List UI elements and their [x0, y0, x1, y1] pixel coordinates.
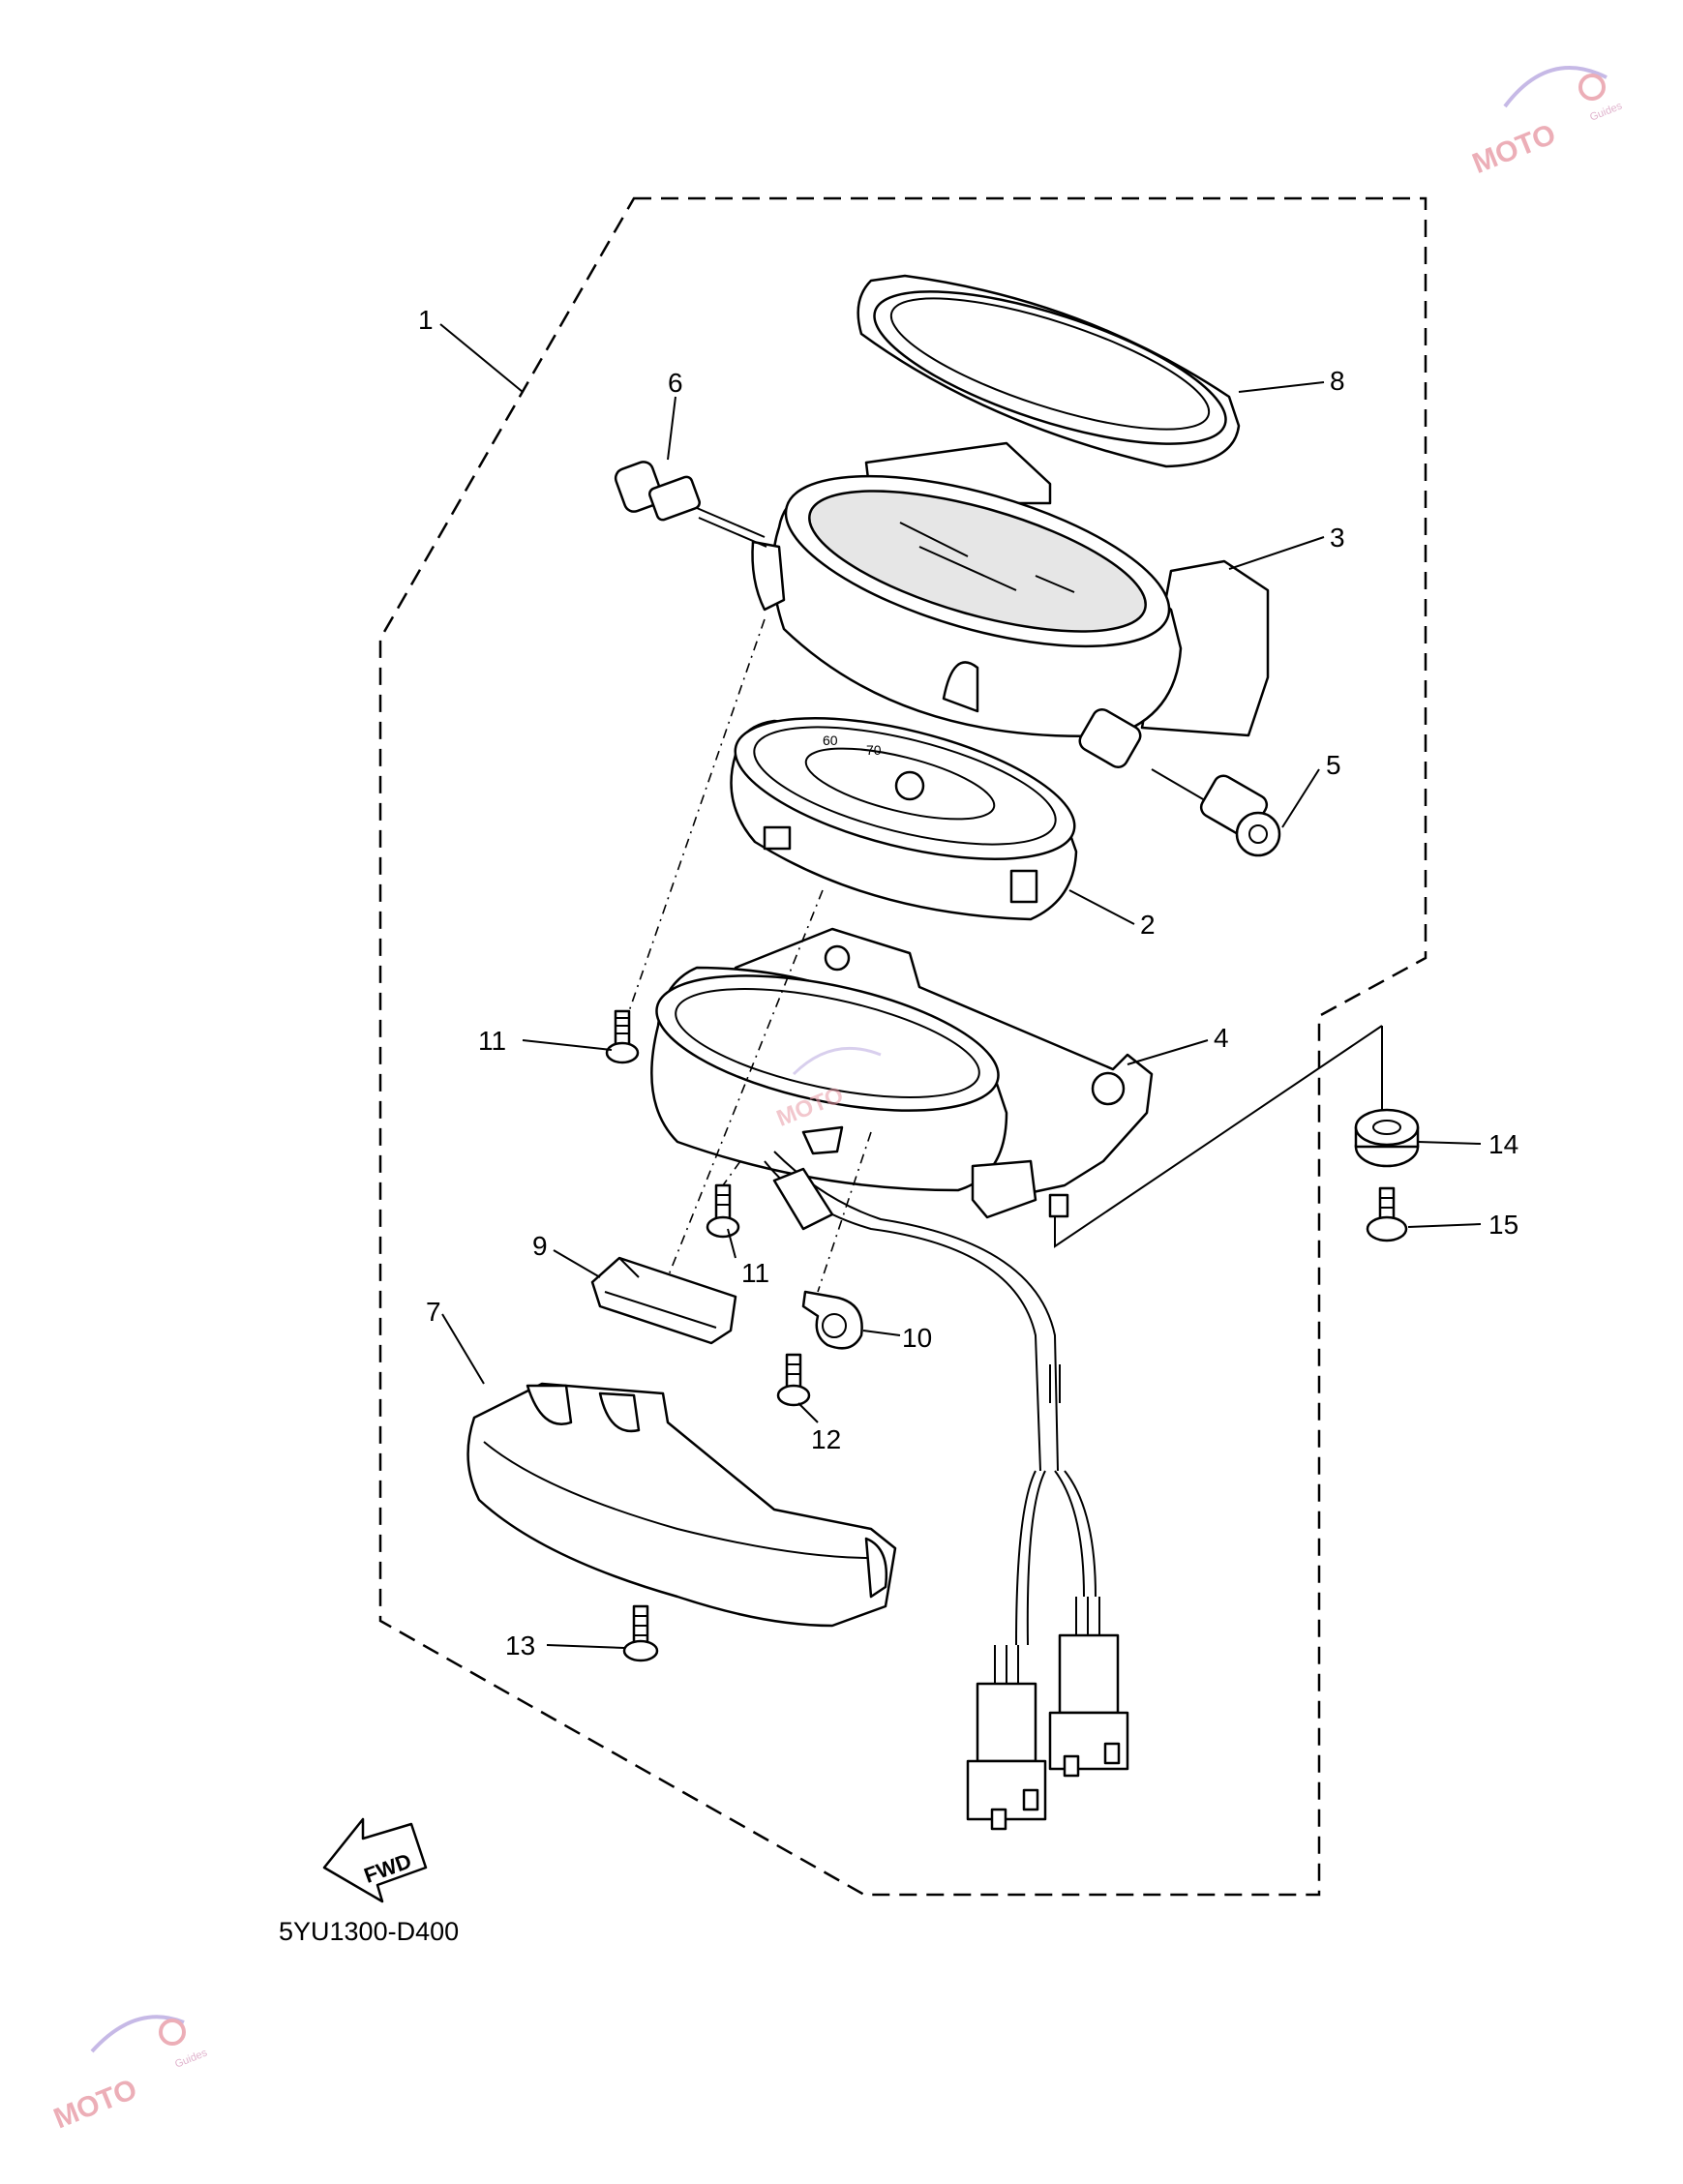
guide-line [722, 1160, 741, 1186]
callout-5: 5 [1326, 750, 1341, 780]
lower-cover-part [466, 1382, 897, 1628]
screw-part-11a [605, 1009, 640, 1064]
callout-7: 7 [426, 1297, 441, 1327]
bulb-socket-part-6 [614, 461, 767, 548]
callout-14: 14 [1488, 1129, 1518, 1159]
assembly-boundary [378, 196, 1428, 1897]
pad-part-9 [590, 1256, 737, 1345]
grommet-boundary [1054, 1025, 1383, 1248]
callout-13: 13 [505, 1631, 535, 1660]
bulb-socket-part-5 [1078, 707, 1281, 857]
clamp-part-10 [801, 1290, 863, 1350]
dial-number-70: 70 [866, 742, 882, 758]
callout-15: 15 [1488, 1210, 1518, 1240]
callout-3: 3 [1330, 523, 1345, 553]
speedometer-part: 60 70 [730, 717, 1078, 921]
screw-part-15 [1366, 1186, 1408, 1242]
callout-4: 4 [1214, 1023, 1229, 1053]
callout-9: 9 [532, 1231, 548, 1261]
watermark-logo-top: MOTO Guides [1468, 66, 1624, 180]
screw-part-12 [776, 1353, 811, 1407]
callout-12: 12 [811, 1424, 841, 1454]
part-code: 5YU1300-D400 [279, 1917, 459, 1946]
leader-lines [439, 323, 1482, 1649]
lens-ring-part [857, 274, 1241, 468]
guide-line [817, 1131, 872, 1293]
watermark-logo-bottom: MOTO Guides [49, 2015, 209, 2136]
svg-text:Guides: Guides [173, 2047, 209, 2070]
callout-8: 8 [1330, 366, 1345, 396]
wire-harness [764, 1151, 1129, 1831]
meter-housing-part [650, 927, 1154, 1219]
screw-part-11b [706, 1183, 740, 1239]
grommet-part-14 [1354, 1108, 1420, 1168]
callout-1: 1 [418, 305, 434, 335]
svg-text:MOTO: MOTO [49, 2073, 141, 2135]
fwd-arrow-icon: FWD [322, 1817, 428, 1903]
svg-text:MOTO: MOTO [1468, 118, 1560, 180]
svg-text:Guides: Guides [1588, 100, 1624, 123]
callout-6: 6 [668, 368, 683, 398]
callout-2: 2 [1140, 910, 1156, 940]
callout-10: 10 [902, 1323, 932, 1353]
meter-case-part [751, 441, 1270, 737]
screw-part-13 [622, 1604, 659, 1662]
callout-11a: 11 [478, 1026, 506, 1056]
dial-number-60: 60 [823, 733, 838, 748]
callout-11b: 11 [741, 1258, 769, 1288]
